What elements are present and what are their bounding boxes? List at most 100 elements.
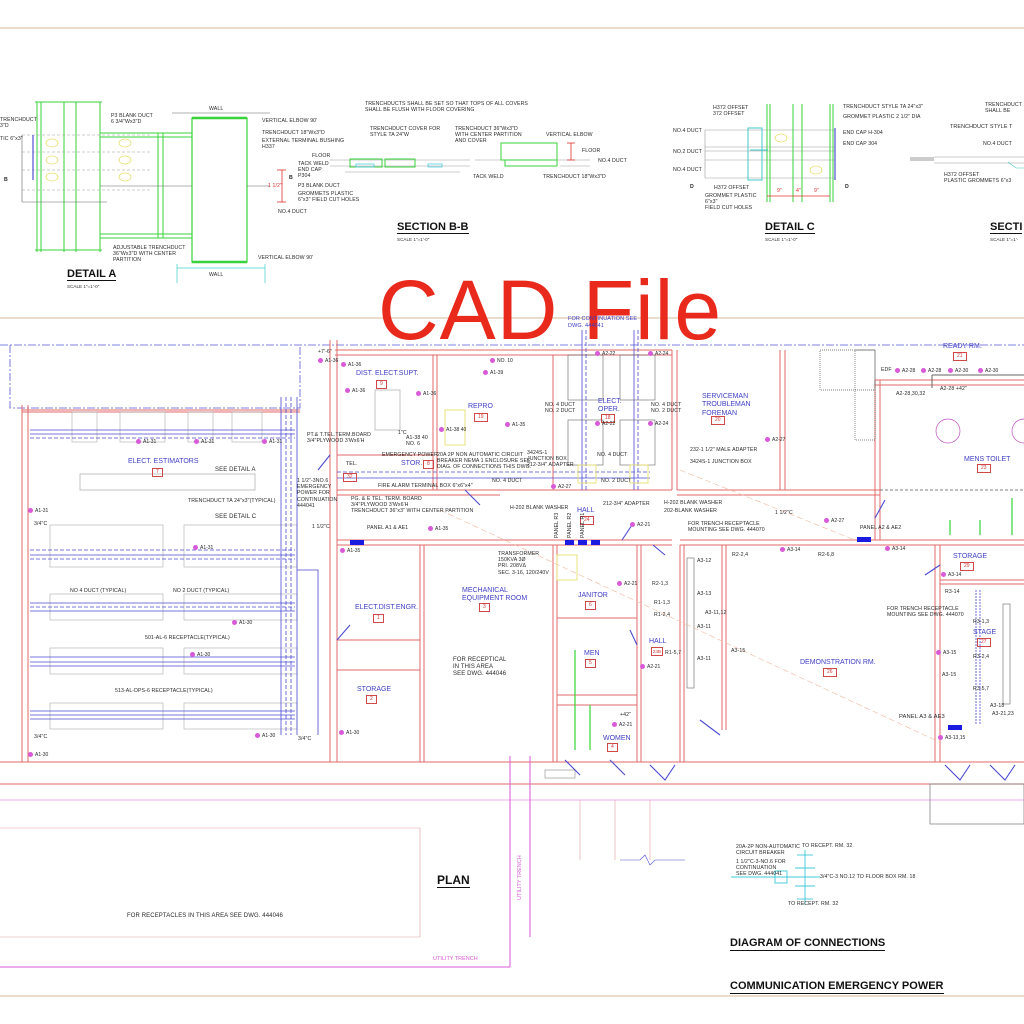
diagram-title-line2: COMMUNICATION EMERGENCY POWER bbox=[730, 980, 944, 994]
circuit-tag: A2-22 bbox=[595, 351, 615, 357]
dimension-label: +7'-6" bbox=[318, 349, 332, 355]
plan-note: EMERGENCY POWER bbox=[382, 452, 438, 458]
circuit-tag: R3-14 bbox=[945, 589, 960, 595]
see-detail-c-note: SEE DETAIL C bbox=[215, 514, 257, 520]
room-number: 23 bbox=[977, 464, 991, 473]
plan-note: 501-AL-6 RECEPTACLE(TYPICAL) bbox=[145, 635, 230, 641]
circuit-tag: A2-28 +42" bbox=[940, 386, 967, 392]
toilet-partitions bbox=[574, 498, 1013, 750]
circuit-tag: R2-6,8 bbox=[818, 552, 835, 558]
circuit-tag: A1-36 bbox=[341, 362, 361, 368]
conduit-label: 3/4"C bbox=[34, 734, 48, 740]
conduit-label: 1 1/2"C bbox=[312, 524, 330, 530]
circuit-tag: A2-21 bbox=[617, 581, 637, 587]
section-bb-note: TRENCHDUCTS SHALL BE SET SO THAT TOPS OF… bbox=[365, 101, 528, 114]
detail-a-note: GROMMETS PLASTIC 6"x3" FIELD CUT HOLES bbox=[298, 191, 360, 204]
room-number: 9 bbox=[376, 380, 387, 389]
diagram-note: TO RECEPT. RM. 32 bbox=[802, 843, 853, 849]
section-bb-note: TRENCHDUCT COVER FOR STYLE TA 24"W bbox=[370, 126, 441, 139]
section-bb-drawing bbox=[330, 142, 590, 173]
conduit-label: 1 1/2"C bbox=[775, 510, 793, 516]
circuit-tag: A3-12 bbox=[697, 558, 712, 564]
diagram-note: 1 1/2"C-3-NO.6 FOR CONTINUATION SEE DWG.… bbox=[736, 859, 786, 878]
room-label: STOR. bbox=[401, 460, 423, 467]
sheet-border bbox=[0, 27, 1024, 997]
plan-note: 202-BLANK WASHER bbox=[664, 508, 718, 514]
section-bb-note: TACK WELD bbox=[473, 174, 504, 180]
diagram-note: 20A-2P NON-AUTOMATIC CIRCUIT BREAKER bbox=[736, 844, 800, 857]
circuit-tag: A1-35 bbox=[505, 422, 525, 428]
room-number: 29 bbox=[960, 562, 974, 571]
circuit-tag: A2-28,30,32 bbox=[896, 391, 926, 397]
plan-note: NO. 4 DUCT bbox=[492, 478, 523, 484]
detail-c-note: NO.4 DUCT bbox=[673, 167, 702, 173]
plan-note: 20A 2P NON AUTOMATIC CIRCUIT BREAKER NEM… bbox=[437, 452, 532, 471]
room-label: ELECT. ESTIMATORS bbox=[128, 458, 199, 465]
underfloor-ducts bbox=[30, 330, 981, 735]
room-label: READY RM. bbox=[943, 343, 982, 350]
room-label: HALL bbox=[577, 507, 595, 514]
utility-trench-label: UTILITY TRENCH bbox=[517, 855, 523, 900]
section-bb-note: FLOOR bbox=[582, 148, 601, 154]
detail-a-note: WALL bbox=[209, 106, 224, 112]
section-right-note: TRENCHDUCT STYLE T bbox=[950, 124, 1013, 130]
plan-note: PG. & E TEL. TERM. BOARD 3/4"PLYWOOD 3'W… bbox=[351, 496, 474, 515]
site-lines bbox=[0, 469, 936, 938]
circuit-tag: A1-31 bbox=[262, 439, 282, 445]
continuation-note: FOR CONTINUATION SEE DWG. 444041 bbox=[568, 316, 638, 329]
detail-a-note: P3 BLANK DUCT 6 3/4"Wx3"D bbox=[111, 113, 153, 126]
detail-a-note: VERTICAL ELBOW 90' bbox=[258, 255, 314, 261]
room-number: 32 bbox=[343, 473, 357, 482]
section-right-drawing bbox=[910, 156, 1024, 169]
circuit-tag: A2-21 bbox=[630, 522, 650, 528]
room-number: 19 bbox=[474, 413, 488, 422]
detail-c-scale: SCALE 1"=1'-0" bbox=[765, 237, 798, 242]
diagram-title: DIAGRAM OF CONNECTIONS COMMUNICATION EME… bbox=[730, 908, 944, 1022]
circuit-tag: A1-38 40 NO. 6 bbox=[406, 435, 428, 448]
circuit-tag: R1-1,3 bbox=[654, 600, 671, 606]
circuit-tag: A1-39 bbox=[483, 370, 503, 376]
circuit-tag: A3-14 bbox=[941, 572, 961, 578]
detail-a-note: TACK WELD END CAP P304 bbox=[298, 161, 329, 180]
plan-note: NO. 4 DUCT NO. 2 DUCT bbox=[545, 402, 576, 415]
room-label: MEN bbox=[584, 650, 600, 657]
circuit-tag: A2-27 bbox=[765, 437, 785, 443]
circuit-tag: A2-24 bbox=[648, 351, 668, 357]
detail-a-note: WALL bbox=[209, 272, 224, 278]
detail-a-note: TRENCHDUCT 18"Wx3"D bbox=[262, 130, 325, 136]
detail-c-note: H372 OFFSET 372 OFFSET bbox=[713, 105, 749, 118]
circuit-tag: A2-27 bbox=[551, 484, 571, 490]
room-label: DEMONSTRATION RM. bbox=[800, 659, 876, 666]
plan-note: FOR TRENCH RECEPTACLE MOUNTING SEE DWG. … bbox=[688, 521, 765, 534]
panel-label: PANEL R1 bbox=[580, 512, 586, 538]
plan-note: TRENCHDUCT TA 24"x3"(TYPICAL) bbox=[188, 498, 276, 504]
detail-a-note: P3 BLANK DUCT bbox=[298, 183, 340, 189]
room-label: MENS TOILET bbox=[964, 456, 1011, 463]
room-number: 24B bbox=[651, 647, 664, 656]
circuit-tag: A3-15 bbox=[936, 650, 956, 656]
detail-a-drawing bbox=[21, 101, 286, 283]
section-right-note: H372 OFFSET PLASTIC GROMMETS 6"x3 bbox=[944, 172, 1012, 185]
detail-c-note: GROMMET PLASTIC 6"x3" FIELD CUT HOLES bbox=[705, 193, 757, 212]
circuit-tag: A3-21,23 bbox=[992, 711, 1014, 717]
plan-note: 232-1 1/2" MALE ADAPTER bbox=[690, 447, 758, 453]
circuit-tag: A3-15 bbox=[731, 648, 746, 654]
circuit-tag: A1-36 bbox=[345, 388, 365, 394]
plan-note: FIRE ALARM TERMINAL BOX 6"x6"x4" bbox=[378, 483, 473, 489]
panel-label: PANEL A1 & AE1 bbox=[367, 525, 409, 531]
circuit-tag: A1-30 bbox=[232, 620, 252, 626]
conduit-label: 3/4"C bbox=[34, 521, 48, 527]
section-right-title: SECTI bbox=[990, 221, 1023, 234]
utility-trench-label: UTILITY TRENCH bbox=[433, 956, 478, 962]
plan-partitions bbox=[79, 349, 1024, 825]
detail-a-note: VERTICAL ELBOW 90' bbox=[262, 118, 318, 124]
room-number: 3 bbox=[479, 603, 490, 612]
room-label: ELECT.DIST.ENGR. bbox=[355, 604, 419, 611]
detail-a-note: FLOOR bbox=[312, 153, 331, 159]
room-label: WOMEN bbox=[603, 735, 631, 742]
circuit-tag: R2-1,3 bbox=[652, 581, 669, 587]
circuit-tag: A1-31 bbox=[194, 439, 214, 445]
circuit-tag: R3-1,3 bbox=[973, 619, 990, 625]
circuit-tag: A1-30 bbox=[339, 730, 359, 736]
dimension-label: 9" bbox=[777, 188, 782, 194]
